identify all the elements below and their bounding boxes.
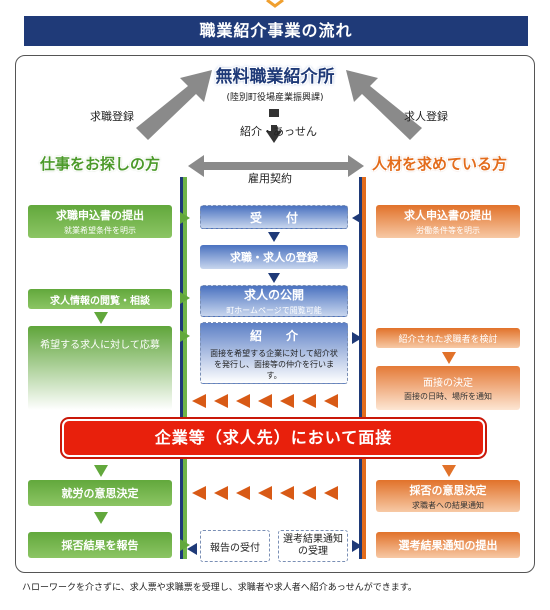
- employer-register-label: 求人登録: [404, 110, 448, 123]
- down-arrow-icon: [442, 352, 456, 364]
- job-publish-title: 求人の公開: [243, 288, 304, 302]
- hiring-decision-box: 採否の意思決定 求職者への結果通知: [376, 480, 520, 512]
- notify-result-arrows: [192, 486, 338, 500]
- report-reception-title: 報告の受付: [210, 542, 260, 554]
- registration-box: 求職・求人の登録: [200, 245, 348, 269]
- work-decision-title: 就労の意思決定: [61, 487, 139, 500]
- seeker-application-note: 就業希望条件を明示: [64, 226, 136, 235]
- footer-note: ハローワークを介さずに、求人票や求職票を受理し、求職者や求人者へ紹介あっせんがで…: [22, 583, 417, 593]
- report-result-title: 採否結果を報告: [61, 539, 139, 552]
- reception-title: 受 付: [249, 210, 298, 225]
- employment-office: 無料職業紹介所 (陸別町役場産業振興課): [200, 62, 350, 103]
- page-title: 職業紹介事業の流れ: [24, 16, 528, 46]
- job-info-browse-box: 求人情報の閲覧・相談: [28, 289, 172, 309]
- interview-decision-title: 面接の決定: [423, 378, 473, 389]
- notify-interview-arrows: [192, 394, 338, 408]
- work-decision-box: 就労の意思決定: [28, 480, 172, 506]
- right-arrow-icon: [180, 292, 190, 304]
- office-department: (陸別町役場産業振興課): [226, 93, 324, 103]
- job-seeker-register-label: 求職登録: [90, 110, 134, 123]
- introduction-title: 紹 介: [249, 329, 298, 343]
- employer-register-arrow-icon: [346, 70, 422, 140]
- reception-box: 受 付: [200, 205, 348, 229]
- employer-application-note: 労働条件等を明示: [416, 226, 480, 235]
- interview-decision-note: 面接の日時、場所を通知: [404, 392, 492, 401]
- submit-result-notice-title: 選考結果通知の提出: [398, 539, 498, 552]
- right-arrow-icon: [352, 332, 362, 344]
- review-candidate-title: 紹介された求職者を検討: [398, 334, 498, 345]
- introduction-box: 紹 介 面接を希望する企業に対して紹介状を発行し、面接等の仲介を行います。: [200, 322, 348, 384]
- flow-frame: [15, 55, 535, 573]
- apply-job-title: 希望する求人に対して応募: [40, 340, 160, 351]
- result-notice-receipt-title: 選考結果通知の受理: [283, 534, 343, 557]
- registration-title: 求職・求人の登録: [230, 251, 318, 264]
- left-arrow-icon: [352, 212, 362, 224]
- job-seekers-heading: 仕事をお探しの方: [40, 155, 161, 173]
- right-arrow-icon: [180, 330, 190, 342]
- down-arrow-icon: [94, 465, 108, 477]
- contract-double-arrow-icon: [188, 155, 364, 177]
- job-publish-box: 求人の公開 町ホームページで閲覧可能: [200, 285, 348, 317]
- right-arrow-icon: [180, 539, 190, 551]
- right-arrow-icon: [180, 212, 190, 224]
- interview-decision-box: 面接の決定 面接の日時、場所を通知: [376, 366, 520, 410]
- employer-application-box: 求人申込書の提出 労働条件等を明示: [376, 205, 520, 238]
- down-arrow-icon: [268, 232, 280, 242]
- hiring-decision-note: 求職者への結果通知: [412, 500, 484, 510]
- report-reception-box: 報告の受付: [200, 530, 270, 562]
- apply-job-box: 希望する求人に対して応募: [28, 326, 172, 410]
- introduction-note: 面接を希望する企業に対して紹介状を発行し、面接等の仲介を行います。: [210, 349, 338, 380]
- job-seeker-register-arrow-icon: [136, 70, 212, 140]
- interview-banner: 企業等（求人先）において面接: [62, 419, 485, 457]
- contract-label: 雇用契約: [248, 172, 292, 185]
- referral-arrow-icon: [266, 109, 282, 143]
- header-pointer-icon: [266, 0, 284, 8]
- review-candidate-box: 紹介された求職者を検討: [376, 328, 520, 348]
- down-arrow-icon: [94, 512, 108, 524]
- left-arrow-icon: [187, 543, 197, 555]
- job-seeker-timeline: [180, 177, 187, 559]
- job-info-browse-title: 求人情報の閲覧・相談: [50, 295, 150, 307]
- report-result-box: 採否結果を報告: [28, 532, 172, 558]
- job-publish-note: 町ホームページで閲覧可能: [226, 306, 322, 315]
- right-arrow-icon: [352, 540, 362, 552]
- submit-result-notice-box: 選考結果通知の提出: [376, 532, 520, 558]
- employer-application-title: 求人申込書の提出: [404, 209, 492, 222]
- referral-label: 紹介・あっせん: [240, 125, 317, 138]
- hiring-decision-title: 採否の意思決定: [409, 483, 487, 497]
- employer-timeline: [359, 177, 366, 559]
- down-arrow-icon: [442, 465, 456, 477]
- down-arrow-icon: [94, 312, 108, 324]
- seeker-application-title: 求職申込書の提出: [56, 209, 144, 222]
- employers-heading: 人材を求めている方: [372, 155, 508, 173]
- seeker-application-box: 求職申込書の提出 就業希望条件を明示: [28, 205, 172, 238]
- office-name: 無料職業紹介所: [215, 67, 335, 87]
- result-notice-receipt-box: 選考結果通知の受理: [278, 530, 348, 562]
- down-arrow-icon: [268, 273, 280, 283]
